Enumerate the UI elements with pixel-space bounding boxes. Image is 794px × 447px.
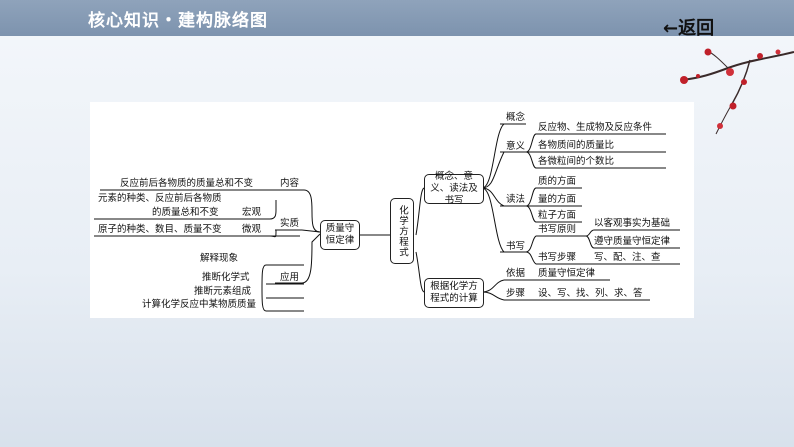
chemical-equation-box: 化学方程式 bbox=[390, 198, 414, 264]
concept-map-panel: 反应前后各物质的质量总和不变 内容 元素的种类、反应前后各物质 的质量总和不变 … bbox=[90, 102, 694, 318]
application-label: 应用 bbox=[280, 272, 300, 283]
conservation-of-mass-box: 质量守恒定律 bbox=[320, 220, 360, 250]
concept-meaning-box: 概念、意义、读法及书写 bbox=[424, 171, 484, 206]
content-label: 内容 bbox=[280, 178, 300, 189]
basis-label: 依据 bbox=[506, 268, 526, 279]
back-button[interactable]: ←返回 bbox=[663, 18, 715, 39]
steps-label: 书写步骤 bbox=[538, 252, 577, 263]
principle-label: 书写原则 bbox=[538, 224, 577, 235]
meaning-item: 反应物、生成物及反应条件 bbox=[538, 122, 653, 133]
content-text: 反应前后各物质的质量总和不变 bbox=[120, 178, 254, 189]
basis-text: 质量守恒定律 bbox=[538, 268, 596, 279]
procedure-label: 步骤 bbox=[506, 288, 526, 299]
conservation-of-mass-label: 质量守恒定律 bbox=[325, 223, 355, 246]
reading-item: 质的方面 bbox=[538, 176, 577, 187]
reading-item: 量的方面 bbox=[538, 194, 577, 205]
macro-label: 宏观 bbox=[242, 207, 262, 218]
page-title: 核心知识・建构脉络图 bbox=[88, 11, 268, 31]
essence-label: 实质 bbox=[280, 218, 300, 229]
reading-label: 读法 bbox=[506, 194, 526, 205]
header-bar: 核心知识・建构脉络图 bbox=[0, 0, 794, 36]
procedure-text: 设、写、找、列、求、答 bbox=[538, 288, 643, 299]
application-item: 推断元素组成 bbox=[194, 286, 252, 297]
application-item: 推断化学式 bbox=[202, 272, 250, 283]
concept-label: 概念 bbox=[506, 112, 526, 123]
steps-text: 写、配、注、查 bbox=[594, 252, 661, 263]
writing-label: 书写 bbox=[506, 241, 526, 252]
meaning-item: 各微粒间的个数比 bbox=[538, 156, 615, 167]
calculation-box: 根据化学方程式的计算 bbox=[424, 278, 484, 308]
application-item: 解释现象 bbox=[200, 253, 239, 264]
macro-text-1: 元素的种类、反应前后各物质 bbox=[98, 193, 222, 204]
principle-item: 遵守质量守恒定律 bbox=[594, 236, 671, 247]
micro-text: 原子的种类、数目、质量不变 bbox=[98, 224, 222, 235]
plum-blossom-branch-icon bbox=[680, 48, 794, 135]
application-item: 计算化学反应中某物质质量 bbox=[142, 299, 257, 310]
calculation-label: 根据化学方程式的计算 bbox=[430, 281, 478, 304]
meaning-label: 意义 bbox=[506, 141, 526, 152]
concept-meaning-label: 概念、意义、读法及书写 bbox=[430, 171, 478, 206]
principle-item: 以客观事实为基础 bbox=[594, 218, 671, 229]
meaning-item: 各物质间的质量比 bbox=[538, 140, 615, 151]
connector-lines bbox=[94, 123, 680, 312]
macro-text-2: 的质量总和不变 bbox=[152, 207, 219, 218]
chemical-equation-label: 化学方程式 bbox=[397, 204, 408, 258]
reading-item: 粒子方面 bbox=[538, 210, 577, 221]
micro-label: 微观 bbox=[242, 224, 262, 235]
